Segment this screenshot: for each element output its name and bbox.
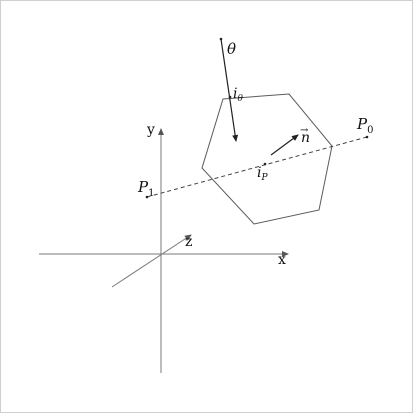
label-axis-y: y — [146, 122, 155, 138]
theta-vector — [220, 38, 239, 142]
label-p1: P1 — [137, 178, 154, 199]
label-theta: θ — [227, 40, 236, 58]
ray-p1-p0 — [146, 136, 368, 198]
point-ip — [263, 162, 267, 166]
label-axis-x: x — [278, 252, 286, 268]
label-n: n — [301, 130, 310, 146]
label-p0: P0 — [356, 115, 373, 136]
label-axis-z: z — [185, 234, 192, 250]
point-p0 — [365, 135, 369, 139]
point-theta — [219, 37, 223, 41]
point-p1 — [145, 195, 149, 199]
normal-vector — [270, 134, 299, 156]
z-axis-line — [111, 234, 192, 288]
point-i-theta — [228, 95, 232, 99]
label-i-p: iP — [257, 165, 268, 183]
polygon-face — [201, 93, 333, 225]
label-n-arrow: → — [300, 125, 309, 136]
label-i-theta: iθ — [233, 86, 243, 104]
